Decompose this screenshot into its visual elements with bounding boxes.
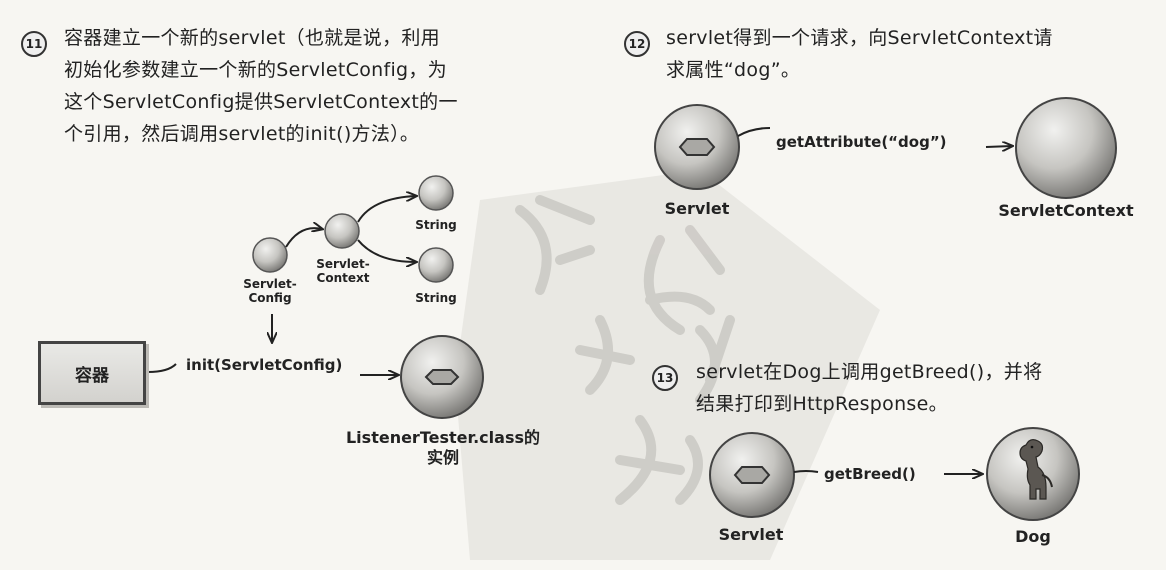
- container-box: 容器: [38, 341, 146, 405]
- servletconfig-label-line-1: Servlet-: [243, 277, 297, 291]
- step-13-line-2: 结果打印到HttpResponse。: [696, 393, 948, 415]
- listenertester-label-line-2: 实例: [426, 448, 459, 467]
- dog-icon: [1019, 439, 1053, 500]
- dog-label: Dog: [1015, 527, 1051, 546]
- init-call-label: init(ServletConfig): [186, 356, 343, 374]
- container-connector: [147, 363, 177, 373]
- servlet-hexagon-icon: [678, 138, 716, 156]
- servletconfig-label: Servlet- Config: [238, 277, 302, 305]
- string-object-bottom: [418, 247, 454, 283]
- step-12-line-2: 求属性“dog”。: [666, 59, 801, 81]
- container-label: 容器: [75, 365, 109, 386]
- step-11-badge: 11: [21, 31, 47, 57]
- step-12-description: servlet得到一个请求，向ServletContext请 求属性“dog”。: [666, 22, 1053, 86]
- context-to-string-bottom-arrow: [357, 239, 416, 262]
- getbreed-call-label: getBreed(): [824, 465, 916, 483]
- servletcontext-label-line-2: Context: [316, 271, 370, 285]
- step-11-line-2: 初始化参数建立一个新的ServletConfig，为: [64, 59, 447, 81]
- config-to-context-arrow: [285, 228, 322, 248]
- getattribute-arrow: [985, 146, 1012, 147]
- step-13-line-1: servlet在Dog上调用getBreed()，并将: [696, 361, 1043, 383]
- step-13-description: servlet在Dog上调用getBreed()，并将 结果打印到HttpRes…: [696, 356, 1042, 420]
- servletcontext-object: [324, 213, 360, 249]
- step-11-line-4: 个引用，然后调用servlet的init()方法）。: [64, 123, 420, 145]
- servlet-hexagon-icon: [424, 369, 460, 385]
- string-label-bottom: String: [415, 291, 457, 305]
- listenertester-label-line-1: ListenerTester.class的: [345, 428, 540, 447]
- servletconfig-object: [252, 237, 288, 273]
- servletcontext-object-12: [1015, 97, 1117, 199]
- getbreed-connector: [793, 470, 819, 473]
- string-object-top: [418, 175, 454, 211]
- step-13-badge: 13: [652, 365, 678, 391]
- servlet-label-12: Servlet: [664, 199, 730, 218]
- servlet-hexagon-icon: [733, 466, 771, 484]
- servletcontext-label: Servlet- Context: [308, 257, 378, 285]
- servletcontext-label-12: ServletContext: [998, 201, 1134, 220]
- step-11-line-1: 容器建立一个新的servlet（也就是说，利用: [64, 27, 440, 49]
- servletcontext-label-line-1: Servlet-: [316, 257, 370, 271]
- servlet-label-13: Servlet: [718, 525, 784, 544]
- listenertester-label: ListenerTester.class的 实例: [318, 428, 568, 468]
- step-11-line-3: 这个ServletConfig提供ServletContext的一: [64, 91, 458, 113]
- step-12-badge: 12: [624, 31, 650, 57]
- string-label-top: String: [415, 218, 457, 232]
- context-to-string-top-arrow: [357, 196, 416, 223]
- servletconfig-label-line-2: Config: [248, 291, 292, 305]
- step-12-line-1: servlet得到一个请求，向ServletContext请: [666, 27, 1053, 49]
- getattribute-call-label: getAttribute(“dog”): [776, 133, 947, 151]
- getattribute-connector: [737, 127, 771, 137]
- step-11-description: 容器建立一个新的servlet（也就是说，利用 初始化参数建立一个新的Servl…: [64, 22, 458, 150]
